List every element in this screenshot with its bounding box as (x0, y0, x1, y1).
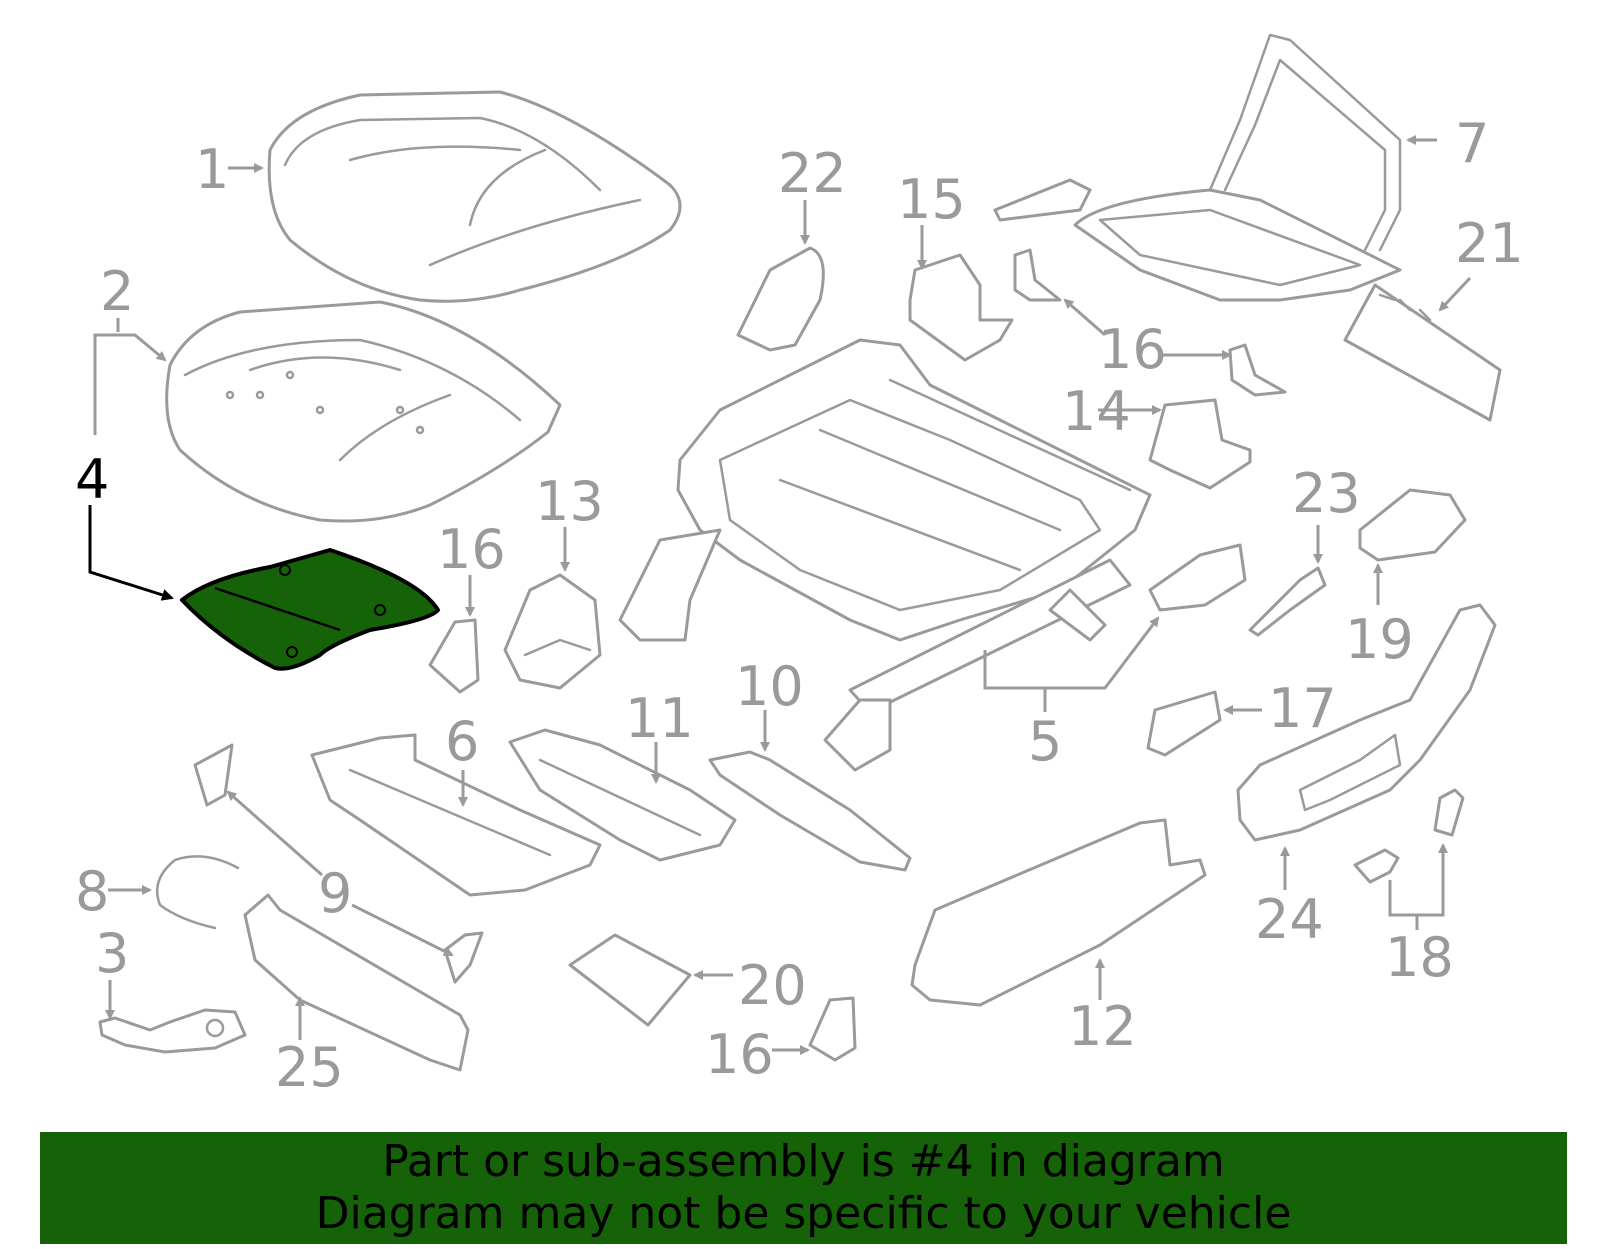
leader-lines (88, 135, 1472, 1055)
seat-parts-diagram: 1 2 4 3 7 6 8 9 10 11 12 13 14 15 16 16 … (75, 33, 1524, 1099)
part-7-seatback-frame (993, 33, 1402, 302)
callout-2: 2 (100, 260, 134, 323)
callout-20: 20 (738, 954, 807, 1017)
part-16-bracket-right (1228, 343, 1287, 397)
callout-23: 23 (1292, 462, 1361, 525)
callout-25: 25 (275, 1036, 344, 1099)
part-13-bracket (503, 573, 602, 690)
callout-24: 24 (1255, 888, 1324, 951)
callout-3: 3 (95, 922, 129, 985)
part-23-handle (1248, 566, 1327, 637)
part-3-lever (98, 1008, 247, 1054)
callout-22: 22 (778, 142, 847, 205)
part-11-track (508, 728, 737, 862)
callout-12: 12 (1068, 995, 1137, 1058)
part-9-trim-upper (193, 743, 234, 807)
callout-7: 7 (1455, 112, 1489, 175)
callout-21: 21 (1455, 212, 1524, 275)
part-18-knob-right (1433, 788, 1465, 837)
callout-14: 14 (1062, 380, 1131, 443)
callout-10: 10 (735, 655, 804, 718)
part-14-bracket (1148, 398, 1252, 490)
part-16-bracket-left (428, 618, 480, 694)
callout-4: 4 (75, 448, 109, 511)
callout-5: 5 (1028, 710, 1062, 773)
part-2-cushion-pad (165, 300, 562, 523)
callout-9: 9 (318, 862, 352, 925)
part-19-cover (1358, 488, 1467, 562)
callout-8: 8 (75, 860, 109, 923)
part-9-trim-lower (443, 931, 484, 984)
callout-17: 17 (1268, 677, 1337, 740)
banner-line-1: Part or sub-assembly is #4 in diagram (382, 1136, 1225, 1187)
banner-line-2: Diagram may not be specific to your vehi… (315, 1188, 1292, 1239)
part-10-rail (708, 750, 912, 872)
callout-19: 19 (1345, 608, 1414, 671)
part-18-knob-left (1353, 848, 1400, 884)
part-12-side-shield (910, 818, 1207, 1007)
callout-6: 6 (445, 710, 479, 773)
callout-16-upper: 16 (1098, 318, 1167, 381)
part-22-trim (736, 246, 825, 352)
callout-1: 1 (195, 138, 229, 201)
part-8-clip (155, 855, 240, 930)
part-20-pad (568, 933, 692, 1027)
part-21-module (1343, 283, 1502, 422)
callout-16-left: 16 (437, 518, 506, 581)
part-1-cushion-cover (267, 90, 682, 303)
callout-18: 18 (1385, 926, 1454, 989)
callout-15: 15 (897, 168, 966, 231)
part-6-track (310, 733, 602, 897)
part-15-bracket (908, 253, 1014, 362)
part-5-seat-track-frame (618, 338, 1247, 772)
part-4-highlighted-pad (180, 548, 440, 671)
part-16-bracket-upper (1013, 248, 1062, 302)
callout-labels: 1 2 4 3 7 6 8 9 10 11 12 13 14 15 16 16 … (75, 112, 1524, 1099)
part-16-bracket-bottom (808, 996, 857, 1062)
callout-11: 11 (625, 687, 694, 750)
part-25-side-trim (243, 893, 470, 1072)
info-banner: Part or sub-assembly is #4 in diagram Di… (40, 1132, 1567, 1244)
callout-13: 13 (535, 470, 604, 533)
callout-16-bottom: 16 (705, 1023, 774, 1086)
part-24-side-shield (1236, 603, 1497, 842)
